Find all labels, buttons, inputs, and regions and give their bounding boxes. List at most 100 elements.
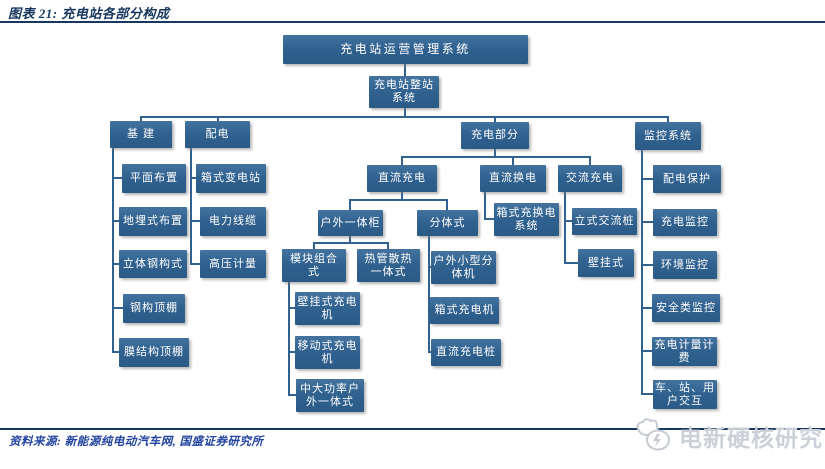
node-infrastructure: 基 建	[110, 121, 172, 148]
node-mobile-charger: 移动式充电 机	[295, 336, 360, 369]
connector-line	[190, 220, 201, 222]
node-box-swap-system: 箱式充换电 系统	[494, 203, 559, 236]
top-rule	[0, 21, 825, 23]
node-label: 充电监控	[661, 216, 709, 228]
connector-line	[313, 242, 315, 250]
node-charging-section: 充电部分	[461, 122, 529, 149]
node-outdoor-small-split: 户外小型分 体机	[431, 251, 496, 284]
node-dc-pile: 直流充电桩	[431, 339, 501, 366]
connector-line	[641, 221, 654, 223]
connector-line	[446, 199, 448, 211]
node-label: 地埋式布置	[123, 215, 183, 227]
node-label: 直流充电	[378, 172, 426, 184]
node-label: 移动式充电 机	[297, 339, 358, 365]
connector-line	[190, 263, 201, 265]
bottom-rule	[0, 428, 825, 430]
connector-line	[112, 177, 122, 179]
watermark: 电新硬核研究	[633, 417, 823, 455]
watermark-logo-icon	[636, 418, 670, 451]
connector-line	[190, 148, 192, 265]
connector-line	[349, 236, 351, 243]
node-steel-structure: 立体钢构式	[119, 250, 187, 278]
node-distribution-protection: 配电保护	[653, 165, 721, 193]
connector-line	[288, 394, 297, 396]
connector-line	[404, 107, 406, 118]
node-split-type: 分体式	[417, 210, 478, 236]
connector-line	[401, 192, 403, 200]
connector-line	[641, 350, 653, 352]
connector-line	[349, 199, 351, 211]
watermark-text: 电新硬核研究	[679, 425, 823, 451]
node-label: 膜结构顶棚	[124, 346, 184, 358]
connector-line	[288, 307, 296, 309]
node-label: 热管散热 一体式	[364, 252, 413, 278]
node-heat-pipe: 热管散热 一体式	[357, 249, 420, 282]
node-high-power-outdoor: 中大功率户 外一体式	[296, 379, 364, 412]
node-label: 壁挂式充电 机	[297, 295, 358, 321]
node-label: 立式交流桩	[574, 215, 635, 227]
node-security-monitoring: 安全类监控	[652, 294, 720, 322]
connector-line	[641, 307, 653, 309]
node-power-distribution: 配电	[185, 121, 250, 148]
connector-line	[428, 351, 433, 353]
connector-line	[641, 150, 643, 395]
connector-line	[349, 199, 448, 201]
node-label: 电力线缆	[209, 215, 257, 227]
connector-line	[494, 116, 496, 123]
node-label: 平面布置	[130, 172, 178, 184]
node-label: 立体钢构式	[123, 257, 183, 270]
node-label: 直流充电桩	[436, 346, 496, 358]
connector-line	[313, 242, 389, 244]
node-label: 钢构顶棚	[130, 302, 178, 314]
node-ac-charging: 交流充电	[558, 165, 622, 192]
node-label: 户外小型分 体机	[433, 254, 494, 280]
source-note: 资料来源: 新能源纯电动汽车网, 国盛证券研究所	[9, 436, 264, 448]
node-module-combo: 模块组合 式	[282, 249, 346, 282]
node-metering-billing: 充电计量计 费	[652, 337, 717, 366]
connector-line	[564, 262, 579, 264]
connector-line	[404, 64, 406, 76]
connector-line	[641, 178, 654, 180]
connector-line	[387, 242, 389, 250]
node-label: 壁挂式	[588, 256, 624, 269]
connector-line	[428, 266, 433, 268]
node-label: 中大功率户 外一体式	[300, 382, 360, 408]
connector-line	[217, 116, 219, 122]
node-label: 车、站、用 户交互	[655, 381, 715, 407]
node-buried-layout: 地埋式布置	[119, 207, 187, 236]
node-environment-monitoring: 环境监控	[653, 251, 717, 279]
node-label: 基 建	[126, 128, 156, 140]
node-label: 监控系统	[644, 129, 692, 142]
connector-line	[564, 220, 573, 222]
connector-line	[112, 351, 120, 353]
node-label: 充电站整站 系统	[374, 79, 434, 104]
connector-line	[641, 393, 654, 395]
connector-line	[190, 177, 197, 179]
connector-line	[401, 156, 591, 158]
connector-line	[288, 282, 290, 396]
node-label: 模块组合 式	[290, 252, 338, 278]
node-dc-swapping: 直流换电	[480, 165, 546, 192]
node-steel-canopy: 钢构顶棚	[123, 294, 185, 323]
connector-line	[667, 116, 669, 123]
node-label: 交流充电	[566, 172, 614, 184]
connector-line	[641, 264, 654, 266]
connector-line	[112, 307, 124, 309]
node-charging-monitoring: 充电监控	[653, 209, 717, 236]
node-label: 直流换电	[489, 172, 537, 184]
connector-line	[484, 218, 495, 220]
node-dc-charging: 直流充电	[367, 165, 437, 192]
node-vertical-ac-pile: 立式交流桩	[572, 208, 637, 235]
node-whole-station-system: 充电站整站 系统	[369, 76, 439, 108]
node-box-substation: 箱式变电站	[196, 164, 266, 193]
connector-line	[112, 220, 120, 222]
connector-line	[589, 156, 591, 166]
node-label: 箱式充换电 系统	[496, 206, 557, 232]
node-plane-layout: 平面布置	[122, 164, 186, 193]
node-label: 充电计量计 费	[654, 338, 715, 364]
node-label: 配电保护	[663, 172, 711, 185]
connector-line	[140, 116, 142, 122]
connector-line	[401, 156, 403, 166]
figure-title: 图表 21: 充电站各部分构成	[8, 6, 170, 21]
node-monitoring-system: 监控系统	[635, 122, 701, 150]
